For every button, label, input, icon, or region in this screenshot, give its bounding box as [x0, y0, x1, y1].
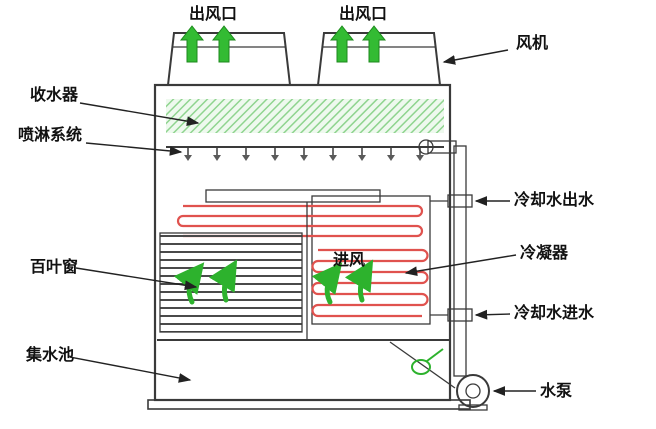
airflow-arrow-icon	[311, 262, 343, 305]
label-air-inlet: 进风	[333, 250, 365, 269]
cooling-water-inlet-flange	[447, 308, 473, 322]
air-outlet-arrows	[180, 25, 386, 63]
air-out-arrow-icon	[330, 25, 354, 63]
basin-drain-line	[389, 341, 456, 389]
label-water-collector: 收水器	[30, 85, 79, 104]
label-spray-system: 喷淋系统	[18, 125, 82, 144]
label-water-basin: 集水池	[25, 345, 74, 364]
label-louver: 百叶窗	[30, 257, 78, 276]
base-frame	[147, 399, 471, 410]
condenser-coil-upper	[176, 204, 424, 238]
airflow-arrow-icon	[344, 259, 374, 303]
airflow-arrow-icon	[208, 259, 238, 303]
float-valve	[411, 348, 444, 375]
air-out-arrow-icon	[212, 25, 236, 63]
label-cooling-water-inlet: 冷却水进水	[514, 303, 595, 322]
label-air-outlet-left: 出风口	[189, 4, 237, 23]
louver-panel	[159, 232, 303, 333]
label-fan: 风机	[516, 33, 548, 52]
spray-system-pipe	[166, 146, 444, 162]
water-collector-band	[166, 99, 444, 133]
label-water-pump: 水泵	[540, 381, 572, 400]
label-cooling-water-outlet: 冷却水出水	[514, 190, 595, 209]
leader-lines	[69, 49, 536, 396]
condenser-block-frame	[311, 195, 431, 325]
label-condenser: 冷凝器	[520, 243, 569, 262]
water-pump	[456, 374, 490, 411]
cooling-water-outlet-flange	[447, 194, 473, 208]
label-air-outlet-right: 出风口	[339, 4, 387, 23]
riser-pipe	[418, 139, 473, 377]
air-out-arrow-icon	[180, 25, 204, 63]
air-out-arrow-icon	[362, 25, 386, 63]
